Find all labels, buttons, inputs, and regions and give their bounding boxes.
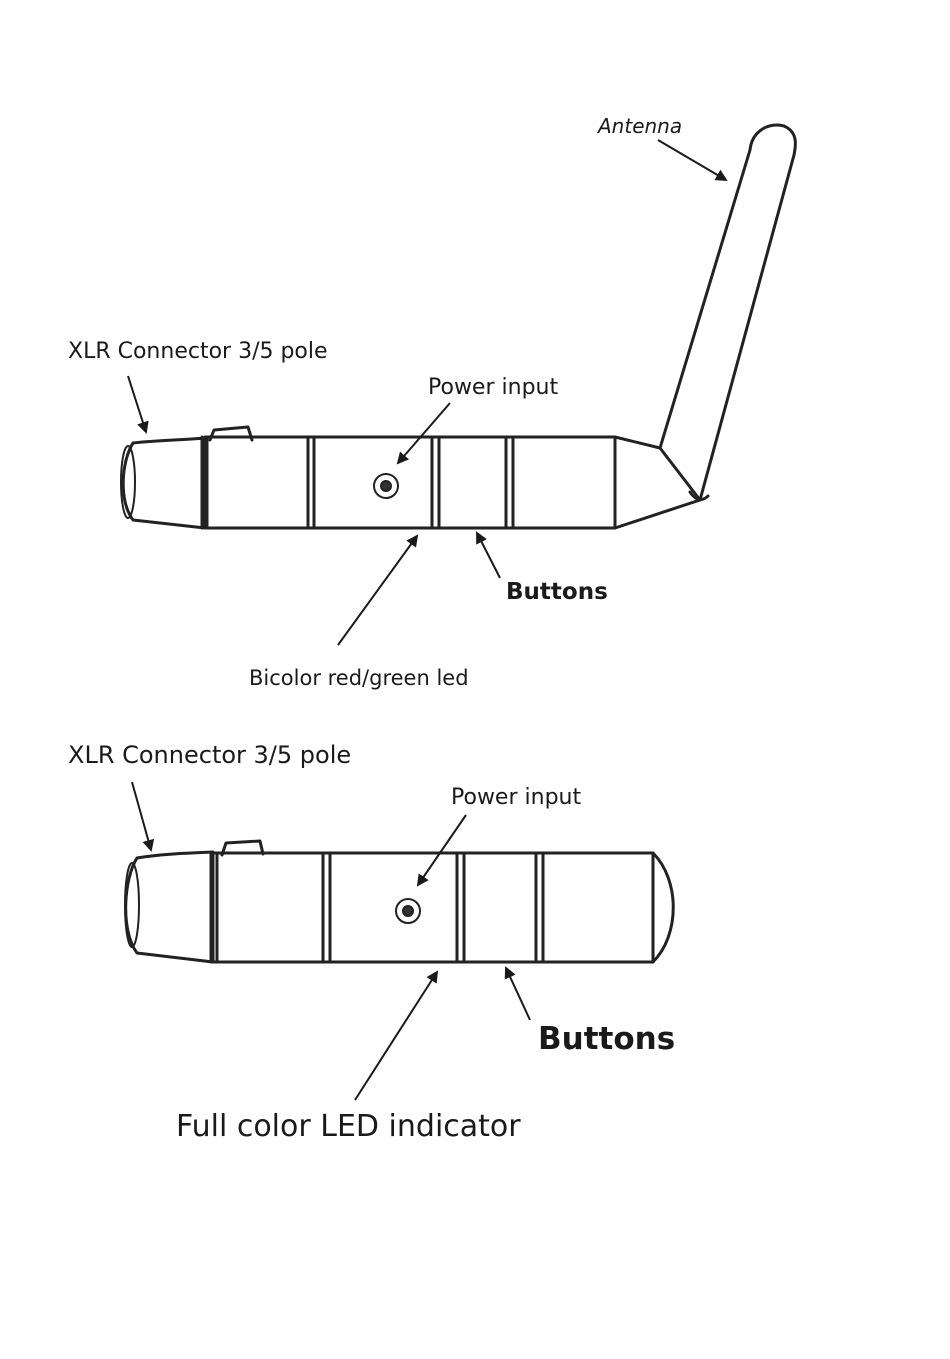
top-taper (615, 437, 700, 528)
top-power-arrow (398, 403, 450, 463)
bottom-buttons-label: Buttons (538, 1024, 675, 1055)
top-antenna-label: Antenna (598, 116, 682, 136)
top-power-jack (374, 474, 398, 498)
top-power-label: Power input (428, 377, 558, 399)
bottom-power-arrow (418, 815, 466, 885)
top-led-label: Bicolor red/green led (249, 668, 469, 689)
bottom-body (211, 853, 653, 962)
top-xlr-label: XLR Connector 3/5 pole (68, 341, 328, 363)
top-xlr-connector (121, 427, 252, 528)
bottom-device (125, 841, 673, 962)
top-device (121, 125, 795, 528)
bottom-end-cap (653, 853, 673, 962)
top-buttons-label: Buttons (506, 581, 608, 604)
bottom-xlr-connector (125, 841, 263, 962)
bottom-buttons-arrow (506, 968, 530, 1020)
top-xlr-arrow (128, 376, 146, 432)
top-antenna-arrow (658, 140, 726, 180)
bottom-power-jack (396, 899, 420, 923)
top-led-arrow (338, 536, 417, 645)
bottom-power-label: Power input (451, 787, 581, 809)
bottom-xlr-label: XLR Connector 3/5 pole (68, 743, 351, 767)
bottom-led-label: Full color LED indicator (176, 1112, 521, 1142)
bottom-led-arrow (355, 972, 437, 1100)
top-buttons-arrow (477, 533, 500, 578)
bottom-xlr-arrow (132, 782, 151, 850)
top-antenna (660, 125, 795, 500)
